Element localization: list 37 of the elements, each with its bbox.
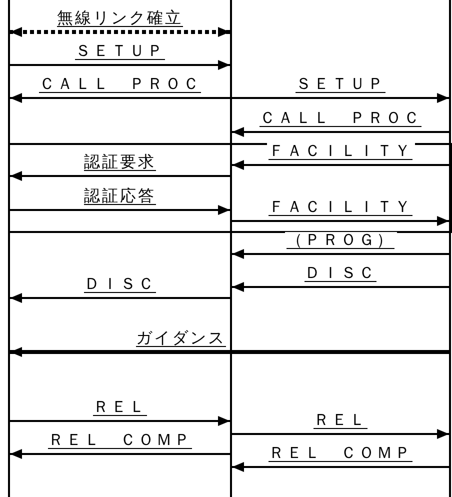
arrow bbox=[10, 93, 230, 103]
arrow bbox=[10, 205, 230, 215]
message-label: ＣＡＬＬ ＰＲＯＣ bbox=[37, 76, 203, 94]
lifeline bbox=[8, 0, 10, 497]
message-label: ＲＥＬ bbox=[312, 412, 370, 430]
arrow bbox=[232, 462, 449, 472]
arrow bbox=[10, 27, 230, 37]
arrow bbox=[232, 127, 449, 137]
message-label: ＲＥＬ ＣＯＭＰ bbox=[46, 432, 194, 450]
message-label: ＲＥＬ bbox=[91, 399, 149, 417]
message-label: ＦＡＣＩＬＩＴＹ bbox=[266, 143, 414, 161]
message-label: ＤＩＳＣ bbox=[82, 276, 158, 294]
message-label: （ＰＲＯＧ） bbox=[284, 232, 396, 250]
message-label: 認証応答 bbox=[82, 188, 158, 206]
arrow bbox=[232, 160, 449, 170]
message-label: ＲＥＬ ＣＯＭＰ bbox=[266, 445, 414, 463]
message-label: ＤＩＳＣ bbox=[302, 265, 378, 283]
arrow bbox=[10, 171, 230, 181]
arrow bbox=[10, 293, 230, 303]
message-label: ガイダンス bbox=[134, 330, 228, 348]
message-label: ＦＡＣＩＬＩＴＹ bbox=[266, 199, 414, 217]
arrow bbox=[232, 93, 449, 103]
message-label: 無線リンク確立 bbox=[55, 10, 185, 28]
arrow bbox=[232, 282, 449, 292]
arrow bbox=[10, 347, 449, 357]
arrow bbox=[232, 216, 449, 226]
message-label: ＳＥＴＵＰ bbox=[294, 76, 388, 94]
arrow bbox=[10, 449, 230, 459]
arrow bbox=[10, 416, 230, 426]
lifeline bbox=[449, 0, 451, 497]
message-label: ＣＡＬＬ ＰＲＯＣ bbox=[258, 110, 424, 128]
message-label: 認証要求 bbox=[82, 154, 158, 172]
arrow bbox=[10, 60, 230, 70]
arrow bbox=[232, 249, 449, 259]
arrow bbox=[232, 429, 449, 439]
message-label: ＳＥＴＵＰ bbox=[73, 43, 167, 61]
lifeline bbox=[230, 0, 232, 497]
